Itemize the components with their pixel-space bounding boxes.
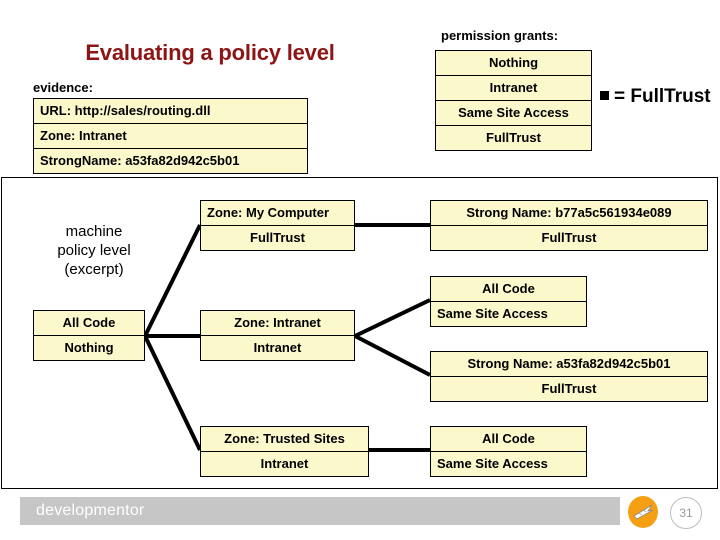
node-my-computer-condition: Zone: My Computer — [207, 205, 330, 220]
result-annotation-label: = FullTrust — [614, 86, 711, 107]
grant-row-intranet: Intranet — [436, 75, 591, 100]
page-number-badge: 31 — [670, 497, 702, 529]
footer-bar — [20, 497, 620, 525]
grant-row-same-site-access: Same Site Access — [436, 100, 591, 125]
node-my-computer: Zone: My Computer FullTrust — [200, 200, 355, 251]
node-intranet-grant: Intranet — [201, 335, 354, 360]
policy-tree-frame — [1, 177, 718, 489]
policy-caption-line-2: policy level — [57, 242, 131, 260]
bullet-square-icon — [600, 91, 609, 100]
developmentor-logo-icon — [628, 496, 658, 528]
node-trusted-sites-condition: Zone: Trusted Sites — [224, 431, 345, 446]
node-my-computer-child-condition: Strong Name: b77a5c561934e089 — [466, 205, 672, 220]
grant-row-nothing: Nothing — [488, 55, 539, 70]
node-intranet-child-2-condition: Strong Name: a53fa82d942c5b01 — [467, 356, 671, 371]
evidence-row-zone: Zone: Intranet — [34, 123, 307, 148]
node-my-computer-grant: FullTrust — [201, 225, 354, 250]
permission-grants-caption: permission grants: — [441, 28, 559, 43]
node-root-condition: All Code — [62, 315, 116, 330]
policy-caption-line-1: machine — [65, 223, 123, 240]
node-trusted-sites: Zone: Trusted Sites Intranet — [200, 426, 369, 477]
node-intranet-child-2-grant: FullTrust — [431, 376, 707, 401]
node-my-computer-child: Strong Name: b77a5c561934e089 FullTrust — [430, 200, 708, 251]
node-root-grant: Nothing — [34, 335, 144, 360]
node-intranet-condition: Zone: Intranet — [234, 315, 321, 330]
node-intranet-child-1: All Code Same Site Access — [430, 276, 587, 327]
node-trusted-sites-child-condition: All Code — [482, 431, 535, 446]
evidence-row-url: URL: http://sales/routing.dll — [40, 103, 211, 118]
policy-level-caption: machine policy level (excerpt) — [14, 222, 174, 280]
grant-row-fulltrust: FullTrust — [436, 125, 591, 150]
result-annotation: = FullTrust — [600, 86, 711, 108]
page-title: Evaluating a policy level — [85, 40, 335, 65]
evidence-caption: evidence: — [33, 80, 93, 95]
node-my-computer-child-grant: FullTrust — [431, 225, 707, 250]
evidence-box: URL: http://sales/routing.dll Zone: Intr… — [33, 98, 308, 174]
node-intranet-child-1-condition: All Code — [482, 281, 535, 296]
permission-grants-box: Nothing Intranet Same Site Access FullTr… — [435, 50, 592, 151]
policy-caption-line-3: (excerpt) — [64, 261, 124, 279]
footer-brand-label: developmentor — [36, 502, 145, 519]
node-intranet-child-1-grant: Same Site Access — [431, 301, 586, 326]
node-intranet-child-2: Strong Name: a53fa82d942c5b01 FullTrust — [430, 351, 708, 402]
evidence-row-strongname: StrongName: a53fa82d942c5b01 — [34, 148, 307, 173]
node-root: All Code Nothing — [33, 310, 145, 361]
node-trusted-sites-child: All Code Same Site Access — [430, 426, 587, 477]
node-trusted-sites-child-grant: Same Site Access — [431, 451, 586, 476]
node-intranet: Zone: Intranet Intranet — [200, 310, 355, 361]
node-trusted-sites-grant: Intranet — [201, 451, 368, 476]
